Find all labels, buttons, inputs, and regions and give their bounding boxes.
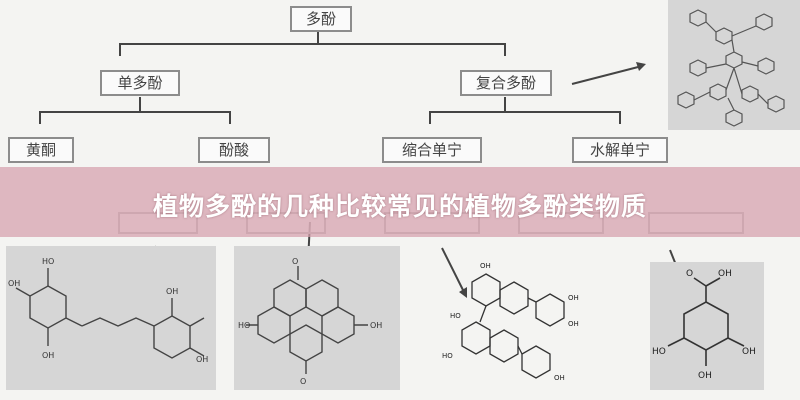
structure-panel-4: O OH HO OH OH xyxy=(650,262,764,390)
svg-text:OH: OH xyxy=(718,269,732,279)
molecule-structure-3: OH OH OH HO OH HO xyxy=(442,262,579,382)
node-level2-b: 酚酸 xyxy=(198,137,270,163)
svg-text:OH: OH xyxy=(370,321,382,330)
node-level1-left: 单多酚 xyxy=(100,70,180,96)
connector-right-d xyxy=(505,111,621,124)
node-root: 多酚 xyxy=(290,6,352,32)
molecule-structure-1: HO OH OH OH OH xyxy=(8,257,208,364)
node-level2-a: 黄酮 xyxy=(8,137,74,163)
structure-panel-1: HO OH OH OH OH xyxy=(6,246,216,390)
svg-text:OH: OH xyxy=(42,351,54,360)
svg-text:OH: OH xyxy=(8,279,20,288)
arrow-top-right xyxy=(571,65,643,85)
svg-text:OH: OH xyxy=(554,374,565,382)
node-level2-b-label: 酚酸 xyxy=(218,141,249,159)
svg-text:HO: HO xyxy=(238,321,250,330)
arrow-panel-3 xyxy=(441,247,465,293)
svg-text:OH: OH xyxy=(698,371,712,381)
node-level1-right-label: 复合多酚 xyxy=(475,74,536,92)
molecule-structure-gallic-acid: O OH HO OH OH xyxy=(652,269,756,381)
structure-panel-3: OH OH OH HO OH HO xyxy=(420,254,600,394)
svg-text:OH: OH xyxy=(568,294,579,302)
structure-panel-tannin-complex xyxy=(668,0,800,130)
node-level2-c-label: 缩合单宁 xyxy=(401,141,462,159)
connector-root-right xyxy=(318,43,506,56)
title-banner xyxy=(0,167,800,237)
molecule-structure-complex xyxy=(677,9,785,127)
node-level2-a-label: 黄酮 xyxy=(25,141,56,159)
connector-root-left xyxy=(119,32,319,56)
svg-text:O: O xyxy=(300,377,306,386)
node-level2-d: 水解单宁 xyxy=(572,137,668,163)
connector-right-c xyxy=(429,97,506,124)
connector-left-b xyxy=(140,111,231,124)
svg-text:OH: OH xyxy=(568,320,579,328)
node-level2-d-label: 水解单宁 xyxy=(589,141,650,159)
node-level1-left-label: 单多酚 xyxy=(117,74,163,92)
node-root-label: 多酚 xyxy=(305,10,336,28)
svg-text:OH: OH xyxy=(480,262,491,270)
svg-text:OH: OH xyxy=(166,287,178,296)
svg-text:HO: HO xyxy=(442,352,453,360)
svg-text:HO: HO xyxy=(450,312,461,320)
node-level1-right: 复合多酚 xyxy=(460,70,552,96)
svg-text:O: O xyxy=(686,269,693,279)
svg-text:OH: OH xyxy=(742,347,756,357)
svg-text:OH: OH xyxy=(196,355,208,364)
banner-title: 植物多酚的几种比较常见的植物多酚类物质 xyxy=(152,192,647,221)
svg-text:O: O xyxy=(292,257,298,266)
svg-text:HO: HO xyxy=(42,257,54,266)
svg-text:HO: HO xyxy=(652,347,666,357)
node-level2-c: 缩合单宁 xyxy=(382,137,482,163)
connector-left-a xyxy=(39,97,141,124)
